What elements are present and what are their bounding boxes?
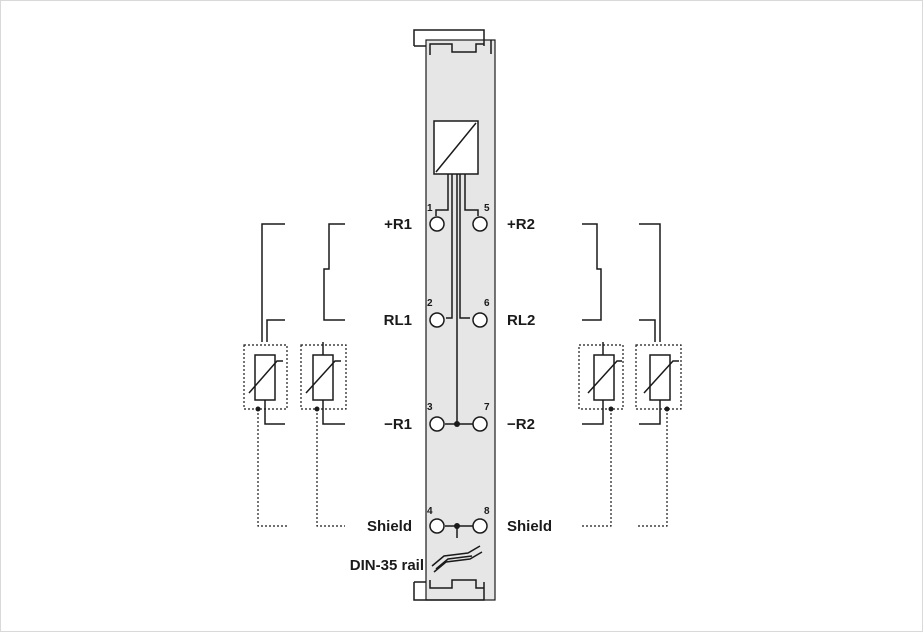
terminal-hole [472, 416, 488, 432]
terminal-8: 8 Shield [472, 506, 552, 535]
terminal-label: RL1 [384, 312, 412, 329]
terminal-6: 6 RL2 [472, 298, 535, 329]
terminal-label: Shield [507, 518, 552, 535]
terminal-number: 8 [484, 506, 490, 517]
sensor-left-outer [243, 223, 288, 527]
terminal-2: 2 RL1 [384, 298, 445, 329]
din-rail-symbol [431, 545, 483, 573]
terminal-4: 4 Shield [367, 506, 445, 535]
converter-block [433, 120, 479, 175]
terminal-hole [472, 312, 488, 328]
terminal-hole [429, 312, 445, 328]
terminal-3: 3 −R1 [384, 402, 445, 433]
terminal-hole [429, 216, 445, 232]
terminal-number: 2 [427, 298, 433, 309]
terminal-5: 5 +R2 [472, 203, 535, 233]
din-rail-label: DIN-35 rail [350, 557, 424, 574]
sensor-left-inner [300, 223, 347, 527]
terminal-7: 7 −R2 [472, 402, 535, 433]
sensor-right-outer [635, 223, 682, 527]
terminal-number: 1 [427, 203, 433, 214]
terminal-hole [472, 216, 488, 232]
terminal-label: Shield [367, 518, 412, 535]
terminal-label: +R1 [384, 216, 412, 233]
terminal-1: 1 +R1 [384, 203, 445, 233]
terminal-number: 3 [427, 402, 433, 413]
internal-wiring [435, 174, 479, 538]
terminal-number: 4 [427, 506, 433, 517]
terminal-number: 7 [484, 402, 490, 413]
terminal-label: −R2 [507, 416, 535, 433]
terminal-label: −R1 [384, 416, 412, 433]
sensor-right-inner [578, 223, 624, 527]
terminal-hole [429, 518, 445, 534]
terminal-label: +R2 [507, 216, 535, 233]
terminal-number: 5 [484, 203, 490, 214]
terminal-hole [429, 416, 445, 432]
terminal-number: 6 [484, 298, 490, 309]
terminal-hole [472, 518, 488, 534]
terminal-label: RL2 [507, 312, 535, 329]
